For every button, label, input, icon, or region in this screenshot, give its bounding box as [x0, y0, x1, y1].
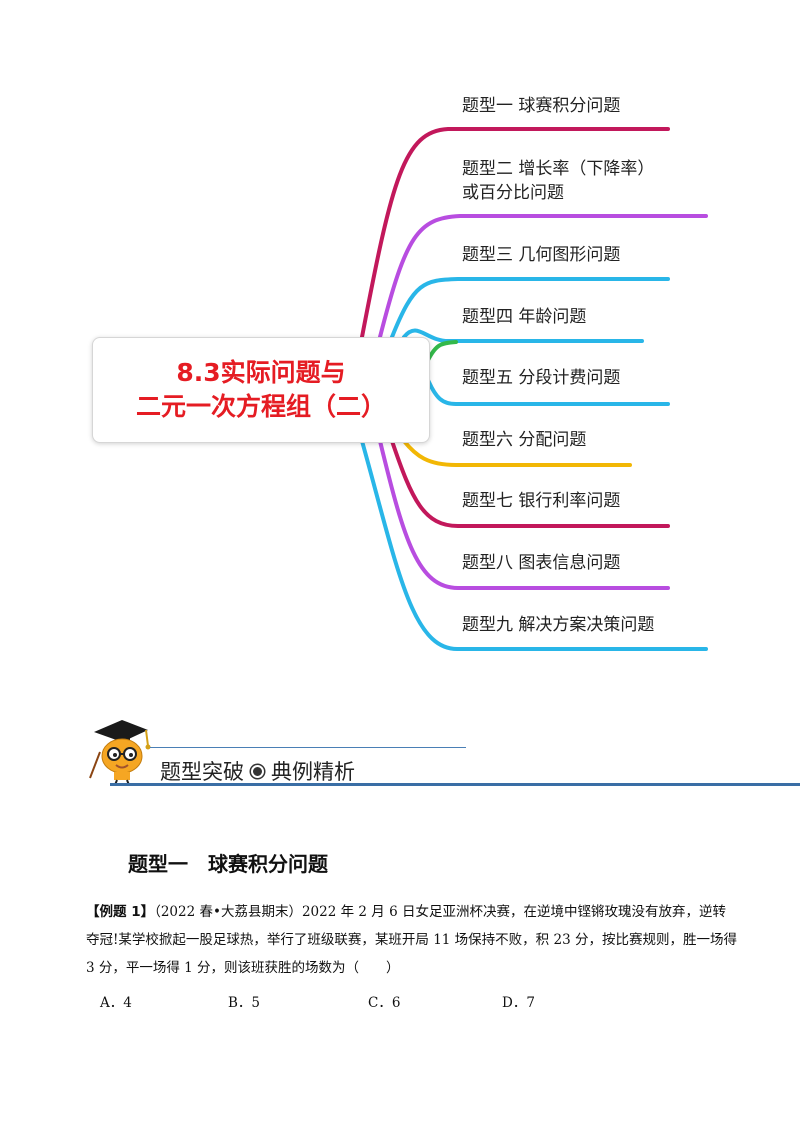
example-problem: 【例题 1】（2022 春•大荔县期末）2022 年 2 月 6 日女足亚洲杯决… [86, 898, 738, 982]
branch-label-1: 题型一 球赛积分问题 [462, 94, 620, 118]
branch-label-9: 题型九 解决方案决策问题 [462, 613, 654, 637]
graduate-mascot-icon [89, 720, 151, 786]
branch-label-3: 题型三 几何图形问题 [462, 243, 620, 267]
branch-label-8: 题型八 图表信息问题 [462, 551, 620, 575]
choice-a: A．4 [100, 995, 132, 1011]
branch-label-5: 题型五 分段计费问题 [462, 366, 620, 390]
branch-line-6 [402, 439, 632, 467]
banner-title-right: 典例精析 [271, 760, 355, 784]
mindmap-diagram [360, 127, 708, 652]
branch-label-text-line2: 或百分比问题 [462, 183, 564, 203]
banner-title-left: 题型突破 [160, 760, 244, 784]
branch-label-text: 题型七 银行利率问题 [462, 491, 621, 511]
example-text: （2022 春•大荔县期末）2022 年 2 月 6 日女足亚洲杯决赛，在逆境中… [86, 904, 737, 976]
center-title-line1: 8.3实际问题与 [176, 358, 346, 387]
branch-label-text: 题型四 年龄问题 [462, 307, 587, 327]
branch-line-5 [426, 340, 458, 362]
branch-underline-5 [426, 378, 670, 406]
section-heading: 题型一球赛积分问题 [128, 848, 328, 877]
branch-label-6: 题型六 分配问题 [462, 428, 586, 452]
center-title-line2: 二元一次方程组（二） [135, 392, 386, 421]
section-heading-number: 题型一 [128, 852, 188, 876]
choice-b: B．5 [228, 995, 261, 1011]
branch-label-4: 题型四 年龄问题 [462, 305, 586, 329]
section-banner: 题型突破 典例精析 [86, 712, 800, 792]
branch-line-2 [378, 214, 708, 339]
branch-label-2: 题型二 增长率（下降率） 或百分比问题 [462, 157, 654, 205]
branch-label-text: 题型二 增长率（下降率） [462, 159, 655, 179]
branch-line-3 [390, 277, 670, 339]
mindmap-center-node: 8.3实际问题与 二元一次方程组（二） [92, 337, 430, 443]
branch-label-text: 题型三 几何图形问题 [462, 245, 621, 265]
section-heading-title: 球赛积分问题 [208, 852, 328, 876]
example-tag: 【例题 1】 [86, 904, 155, 920]
branch-label-text: 题型一 球赛积分问题 [462, 96, 621, 116]
branch-line-7 [390, 439, 670, 528]
banner-top-line [150, 747, 466, 748]
bullet-dot-icon [251, 764, 264, 778]
branch-label-text: 题型六 分配问题 [462, 430, 587, 450]
branch-line-9 [360, 439, 708, 652]
branch-label-text: 题型五 分段计费问题 [462, 368, 621, 388]
branch-line-8 [378, 439, 670, 590]
branch-label-text: 题型八 图表信息问题 [462, 553, 621, 573]
banner-title: 题型突破 典例精析 [160, 756, 355, 786]
choice-d: D．7 [502, 995, 535, 1011]
choice-c: C．6 [368, 995, 401, 1011]
branch-line-1 [360, 127, 670, 339]
banner-bottom-line [110, 783, 800, 786]
branch-label-text: 题型九 解决方案决策问题 [462, 615, 655, 635]
branch-label-7: 题型七 银行利率问题 [462, 489, 620, 513]
branch-line-4 [402, 328, 644, 344]
